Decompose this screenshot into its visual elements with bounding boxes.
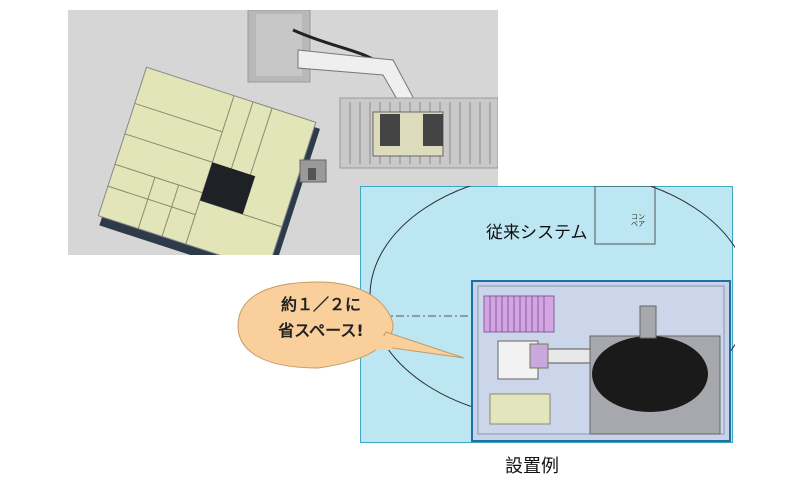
callout-bubble (237, 281, 465, 369)
turntable (589, 305, 721, 435)
conveyor-tag: コンベア (631, 213, 645, 228)
floor-box (489, 393, 551, 425)
conveyor (339, 97, 498, 169)
compact-conveyor (483, 295, 555, 333)
callout-line2: 省スペース! (278, 321, 364, 340)
callout-text: 約１／２に 省スペース! (256, 292, 386, 352)
conveyor-outline (594, 186, 656, 245)
system-footprint-diagram (360, 186, 735, 443)
installation-example-label: 設置例 (505, 456, 559, 477)
callout-line1: 約１／２に (280, 295, 361, 314)
conventional-system-label: 従来システム (486, 223, 588, 243)
pallet-boxes (97, 66, 320, 255)
conventional-system-render (68, 10, 498, 255)
robot-gripper (380, 114, 400, 146)
